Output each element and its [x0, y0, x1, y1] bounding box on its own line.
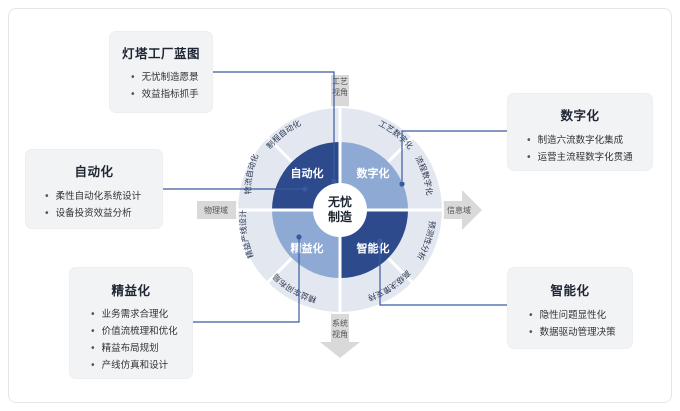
card-list: 柔性自动化系统设计 设备投资效益分析 — [44, 188, 162, 222]
card-title: 数字化 — [560, 108, 600, 123]
list-item: 产线仿真和设计 — [90, 357, 192, 374]
quadrant-label-lean: 精益化 — [291, 241, 324, 255]
axis-left-label: 物理域 — [204, 205, 228, 215]
list-item: 制造六流数字化集成 — [526, 132, 652, 149]
card-intelligent: 智能化 隐性问题显性化 数据驱动管理决策 — [508, 268, 632, 348]
connector-digital — [401, 130, 508, 181]
card-title: 灯塔工厂蓝图 — [121, 46, 200, 61]
connectors — [162, 71, 508, 323]
connector-intelligent — [379, 243, 508, 306]
center-label-line2: 制造 — [328, 209, 353, 224]
card-lighthouse-blueprint: 灯塔工厂蓝图 无忧制造愿景 效益指标抓手 — [110, 32, 212, 112]
list-item: 运营主流程数字化贯通 — [526, 149, 652, 166]
quadrant-label-automation: 自动化 — [291, 166, 324, 180]
card-digital: 数字化 制造六流数字化集成 运营主流程数字化贯通 — [508, 94, 652, 170]
card-lean: 精益化 业务需求合理化 价值流梳理和优化 精益布局规划 产线仿真和设计 — [70, 268, 192, 378]
list-item: 业务需求合理化 — [90, 306, 192, 323]
card-list: 无忧制造愿景 效益指标抓手 — [130, 69, 212, 103]
center-circle — [313, 183, 367, 237]
card-title: 自动化 — [74, 164, 114, 179]
connector-lean — [192, 239, 300, 323]
card-title: 智能化 — [550, 283, 590, 298]
axis-bottom-line1: 系统 — [332, 318, 348, 328]
axis-top-line2: 视角 — [332, 87, 348, 97]
card-list: 业务需求合理化 价值流梳理和优化 精益布局规划 产线仿真和设计 — [90, 306, 192, 374]
axis-bottom-line2: 视角 — [332, 329, 348, 339]
list-item: 柔性自动化系统设计 — [44, 188, 162, 205]
list-item: 数据驱动管理决策 — [528, 324, 632, 341]
center-label-line1: 无忧 — [327, 194, 352, 209]
list-item: 隐性问题显性化 — [528, 307, 632, 324]
connector-lighthouse — [212, 71, 335, 178]
list-item: 精益布局规划 — [90, 340, 192, 357]
list-item: 效益指标抓手 — [130, 86, 212, 103]
quadrant-label-digital: 数字化 — [357, 166, 390, 180]
list-item: 无忧制造愿景 — [130, 69, 212, 86]
axis-right-label: 信息域 — [447, 205, 471, 215]
axis-top-line1: 工艺 — [332, 77, 348, 86]
card-automation: 自动化 柔性自动化系统设计 设备投资效益分析 — [26, 150, 162, 228]
list-item: 设备投资效益分析 — [44, 205, 162, 222]
card-list: 制造六流数字化集成 运营主流程数字化贯通 — [526, 132, 652, 166]
connector-dots — [296, 178, 405, 244]
card-title: 精益化 — [111, 283, 151, 298]
card-list: 隐性问题显性化 数据驱动管理决策 — [528, 307, 632, 341]
list-item: 价值流梳理和优化 — [90, 323, 192, 340]
quadrant-label-intelligent: 智能化 — [357, 241, 390, 255]
